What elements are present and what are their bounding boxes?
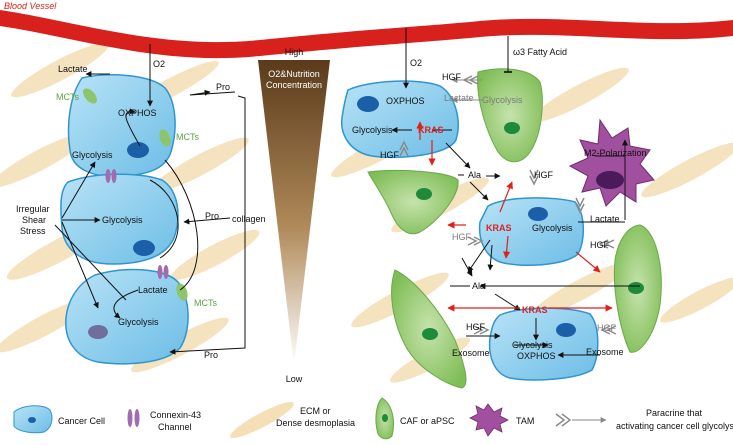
nucleus-icon xyxy=(88,325,108,339)
right-oxphos: OXPHOS xyxy=(386,96,425,106)
right-arrows xyxy=(391,28,640,358)
nucleus-icon xyxy=(528,207,548,221)
left-arrows xyxy=(54,44,246,355)
left-stress-line1: Irregular xyxy=(16,204,50,214)
caf-nuclei xyxy=(416,122,644,340)
legend-tam-icon xyxy=(469,403,509,437)
nucleus-icon xyxy=(127,142,149,158)
nucleus-icon xyxy=(357,96,379,112)
left-o2-label: O2 xyxy=(153,59,165,69)
right-cell-top xyxy=(341,80,459,159)
left-mcts-right: MCTs xyxy=(176,132,199,142)
right-lactate-grey: Lactate xyxy=(444,93,474,103)
connexin-channels xyxy=(105,169,169,279)
right-glycolysis-cell1: Glycolysis xyxy=(352,125,393,135)
right-o2-label: O2 xyxy=(410,58,422,68)
legend-ecm-icon xyxy=(230,402,294,438)
right-lactate-cell2: Lactate xyxy=(590,214,620,224)
connexin-icon xyxy=(157,265,163,279)
left-mcts-left: MCTs xyxy=(56,92,79,102)
right-kras3: KRAS xyxy=(522,305,548,315)
left-pro-bottom: Pro xyxy=(204,350,218,360)
left-cell-bottom xyxy=(65,268,189,365)
omega3-label: ω3 Fatty Acid xyxy=(513,47,567,57)
legend-connexin-icon xyxy=(127,409,133,427)
mct-icon xyxy=(176,283,188,301)
right-hgf-mid-right: HGF xyxy=(590,240,610,250)
blood-vessel xyxy=(0,10,733,59)
right-exosome-right: Exosome xyxy=(586,347,624,357)
left-glycolysis-mid: Glycolysis xyxy=(102,215,143,225)
legend-paracrine-line1: Paracrine that xyxy=(646,408,703,418)
caf-nucleus-icon xyxy=(628,282,644,294)
left-glycolysis-bottom: Glycolysis xyxy=(118,317,159,327)
caf-nucleus-icon xyxy=(422,328,438,340)
right-kras1: KRAS xyxy=(418,125,444,135)
legend: Cancer Cell Connexin-43 Channel ECM or D… xyxy=(13,397,733,440)
caf-nucleus-icon xyxy=(416,188,432,200)
legend-ecm-line2: Dense desmoplasia xyxy=(276,418,355,428)
legend-cancer-cell-label: Cancer Cell xyxy=(58,416,105,426)
concentration-gradient xyxy=(258,60,330,365)
right-kras2: KRAS xyxy=(486,223,512,233)
nucleus-icon xyxy=(133,240,155,256)
right-glycolysis-cell3: Glycolysis xyxy=(512,340,553,350)
right-nuclei xyxy=(357,96,576,337)
right-exosome-left: Exosome xyxy=(452,348,490,358)
right-hgf-tam: HGF xyxy=(534,170,554,180)
left-lactate-bottom: Lactate xyxy=(138,285,168,295)
caf-top xyxy=(477,68,543,163)
right-hgf-top: HGF xyxy=(442,72,462,82)
right-oxphos-cell3: OXPHOS xyxy=(517,351,556,361)
mct-transporters xyxy=(83,88,188,301)
left-pro-mid: Pro xyxy=(205,211,219,221)
caf-left xyxy=(367,169,459,235)
left-glycolysis-top: Glycolysis xyxy=(72,150,113,160)
left-mcts-bottom: MCTs xyxy=(194,298,217,308)
connexin-icon xyxy=(111,169,117,183)
gradient-title-line2: Concentration xyxy=(266,80,322,90)
left-nuclei xyxy=(88,142,155,339)
right-hgf-mid: HGF xyxy=(452,232,472,242)
legend-tam-label: TAM xyxy=(516,416,534,426)
legend-paracrine-line2: activating cancer cell glycolysis xyxy=(616,421,733,431)
left-lactate-top: Lactate xyxy=(58,64,88,74)
right-hgf-bottom-right: HGF xyxy=(597,323,617,333)
legend-connexin-line2: Channel xyxy=(158,422,192,432)
mct-icon xyxy=(83,88,97,104)
right-hgf-bottom: HGF xyxy=(466,322,486,332)
right-hgf-left: HGF xyxy=(380,150,400,160)
caf-nucleus-icon xyxy=(504,122,520,134)
legend-connexin-line1: Connexin-43 xyxy=(150,410,201,420)
mct-icon xyxy=(159,129,171,147)
gradient-high-label: High xyxy=(285,47,304,57)
connexin-icon xyxy=(105,169,111,183)
legend-ecm-line1: ECM or xyxy=(300,406,331,416)
gradient-low-label: Low xyxy=(286,374,303,384)
right-glycolysis-caf: Glycolysis xyxy=(482,95,523,105)
tam-cell xyxy=(568,118,655,207)
left-stress-line3: Stress xyxy=(20,226,46,236)
right-ala1: Ala xyxy=(468,170,481,180)
blood-vessel-label: Blood Vessel xyxy=(4,1,57,11)
tam-nucleus-icon xyxy=(596,171,624,189)
legend-paracrine-icon xyxy=(555,413,572,427)
left-oxphos: OXPHOS xyxy=(118,108,157,118)
nucleus-icon xyxy=(556,323,576,337)
legend-caf-label: CAF or aPSC xyxy=(400,416,455,426)
connexin-icon xyxy=(163,265,169,279)
right-red-arrows xyxy=(416,121,613,312)
left-collagen: collagen xyxy=(232,214,266,224)
left-pro-top: Pro xyxy=(216,82,230,92)
m2-polarization-label: M2-Polarization xyxy=(584,148,647,158)
right-glycolysis-cell2: Glycolysis xyxy=(532,223,573,233)
gradient-title-line1: O2&Nutrition xyxy=(268,69,320,79)
left-stress-line2: Shear xyxy=(22,215,46,225)
right-ala2: Ala xyxy=(472,281,485,291)
